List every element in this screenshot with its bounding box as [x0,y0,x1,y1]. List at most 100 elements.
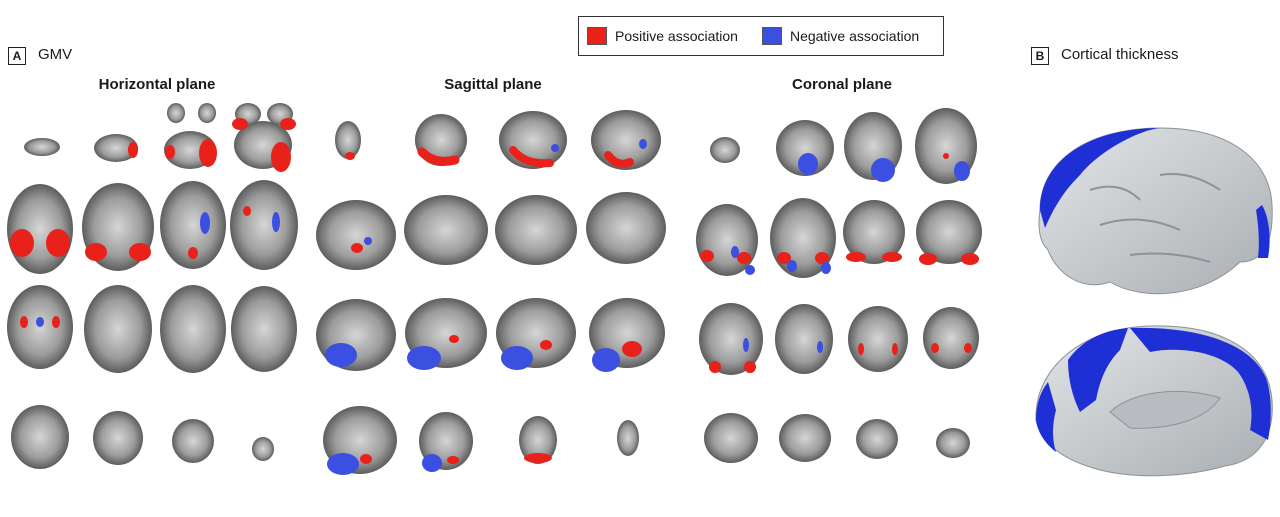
positive-cluster [540,340,552,350]
negative-cluster [272,212,280,232]
positive-cluster [943,153,949,159]
sagittal-slice [519,416,557,464]
coronal-slice [848,306,908,372]
negative-cluster [327,453,359,475]
negative-cluster [325,343,357,367]
positive-cluster [10,229,34,257]
panel-a-letter: A [8,47,26,65]
positive-cluster [892,343,898,355]
negative-cluster [364,237,372,245]
coronal-plane-title: Coronal plane [791,76,892,93]
negative-cluster [745,265,755,275]
negative-cluster [798,153,818,175]
horizontal-slice [7,184,73,274]
positive-cluster [52,316,60,328]
coronal-slice [704,413,758,463]
negative-cortical-region [1130,327,1271,440]
positive-cluster [961,253,979,265]
sagittal-slice [495,195,577,265]
negative-cluster [36,317,44,327]
positive-cluster [524,453,552,463]
negative-cortical-region [1036,382,1056,452]
coronal-slice [699,303,763,375]
negative-cluster [422,454,442,472]
cortical-surface-lateral [1038,127,1273,295]
coronal-slice [843,200,905,264]
sagittal-plane-title: Sagittal plane [444,76,542,93]
positive-cluster [777,252,791,264]
positive-cluster [280,118,296,130]
positive-cluster [417,147,460,166]
positive-cluster [232,118,248,130]
legend: Positive association Negative associatio… [578,16,944,56]
negative-cluster [592,348,620,372]
positive-cluster [846,252,866,262]
legend-negative-swatch [761,27,782,45]
positive-cluster [129,243,151,261]
horizontal-slice [252,437,274,461]
sagittal-slice [404,195,488,265]
coronal-slice [923,307,979,369]
positive-cluster [85,243,107,261]
legend-positive-label: Positive association [615,28,738,44]
negative-cluster [871,158,895,182]
horizontal-slice [11,405,69,469]
positive-cluster [345,152,355,160]
coronal-slice [775,304,833,374]
positive-cluster [700,250,714,262]
positive-cluster [46,229,70,257]
negative-cluster [407,346,441,370]
horizontal-slice [94,134,138,162]
positive-cluster [509,146,554,168]
sagittal-slice [617,420,639,456]
negative-cluster [639,139,647,149]
coronal-slice [776,120,834,176]
negative-cluster [731,246,739,258]
positive-cluster [919,253,937,265]
panel-b-letter: B [1031,47,1049,65]
positive-cluster [709,361,721,373]
positive-cluster [931,343,939,353]
positive-cluster [449,335,459,343]
positive-cluster [744,361,756,373]
coronal-slice [779,414,831,462]
negative-cluster [200,212,210,234]
positive-cluster [128,142,138,158]
horizontal-slice [84,285,152,373]
horizontal-slices [7,103,298,469]
sagittal-slice [316,200,396,270]
legend-negative-label: Negative association [789,28,920,44]
sagittal-slice [586,192,666,264]
coronal-slice [710,137,740,163]
positive-cluster [199,139,217,167]
horizontal-slice [198,103,216,123]
negative-cluster [817,341,823,353]
negative-cortical-region [1040,128,1160,228]
positive-cluster [271,142,291,172]
coronal-slice [856,419,898,459]
horizontal-slice [231,286,297,372]
negative-cluster [501,346,533,370]
coronal-slices [696,108,982,463]
positive-cluster [815,252,829,264]
horizontal-slice [160,181,226,269]
positive-cluster [964,343,972,353]
negative-cluster [743,338,749,352]
positive-cluster [351,243,363,253]
horizontal-slice [230,180,298,270]
positive-cluster [447,456,459,464]
positive-cluster [243,206,251,216]
horizontal-plane-title: Horizontal plane [98,76,216,93]
positive-cluster [165,145,175,159]
positive-cluster [360,454,372,464]
cortical-surface-medial [1035,325,1273,477]
positive-cluster [737,252,751,264]
horizontal-slice [24,138,60,156]
negative-cluster [821,262,831,274]
negative-cortical-region [1068,328,1128,412]
positive-cluster [858,343,864,355]
negative-cluster [787,260,797,272]
horizontal-slice [167,103,185,123]
positive-cluster [882,252,902,262]
